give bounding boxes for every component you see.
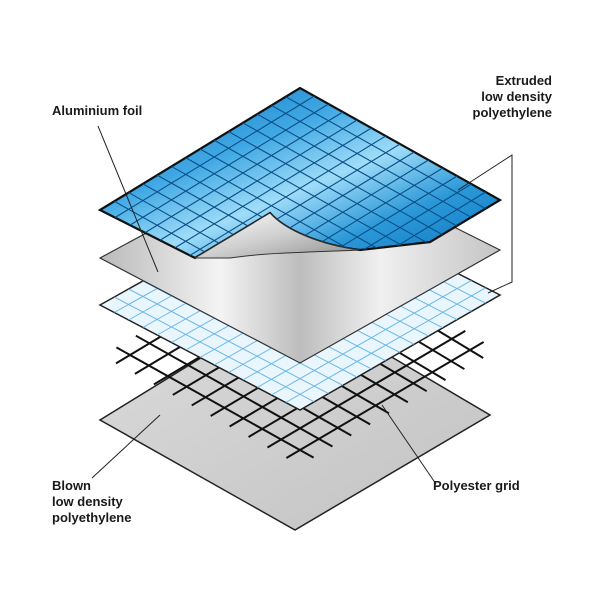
- top-pattern-line: [271, 183, 472, 258]
- polyester-grid-label: Polyester grid: [433, 478, 520, 494]
- top-pattern-line: [242, 122, 444, 236]
- extruded-pattern-line: [285, 287, 486, 403]
- extruded-line-1: Extruded: [495, 73, 552, 88]
- blown-line-2: low density: [52, 494, 123, 509]
- grid-strand: [266, 329, 466, 449]
- top-pattern-line: [271, 104, 472, 218]
- top-pattern-line: [214, 139, 415, 253]
- blown-ldpe-label: Blown low density polyethylene: [52, 478, 131, 526]
- blown-line-3: polyethylene: [52, 510, 132, 525]
- top-pattern-line: [285, 96, 486, 210]
- grid-strand: [285, 341, 485, 459]
- foil-leader-line: [97, 125, 159, 273]
- blown-leader-line: [91, 414, 161, 479]
- top-pattern-line: [256, 175, 458, 258]
- extruded-line-3: polyethylene: [472, 105, 552, 120]
- blown-line-1: Blown: [52, 478, 91, 493]
- top-pattern-line: [256, 113, 458, 227]
- extruded-line-2: low density: [481, 89, 552, 104]
- extruded-leader-line: [457, 154, 513, 294]
- top-pattern-line: [228, 159, 429, 258]
- polyester-grid-text: Polyester grid: [433, 478, 520, 493]
- grid-leader-line: [381, 404, 437, 485]
- top-blue-ldpe-layer: [97, 86, 503, 260]
- aluminium-foil-text: Aluminium foil: [52, 103, 143, 118]
- extruded-pattern-line: [271, 279, 472, 396]
- extruded-ldpe-label: Extruded low density polyethylene: [473, 73, 552, 121]
- aluminium-foil-label: Aluminium foil: [52, 103, 142, 119]
- top-pattern-line: [228, 131, 429, 245]
- top-pattern-line: [242, 167, 444, 258]
- peeled-corner-curl: [193, 212, 361, 259]
